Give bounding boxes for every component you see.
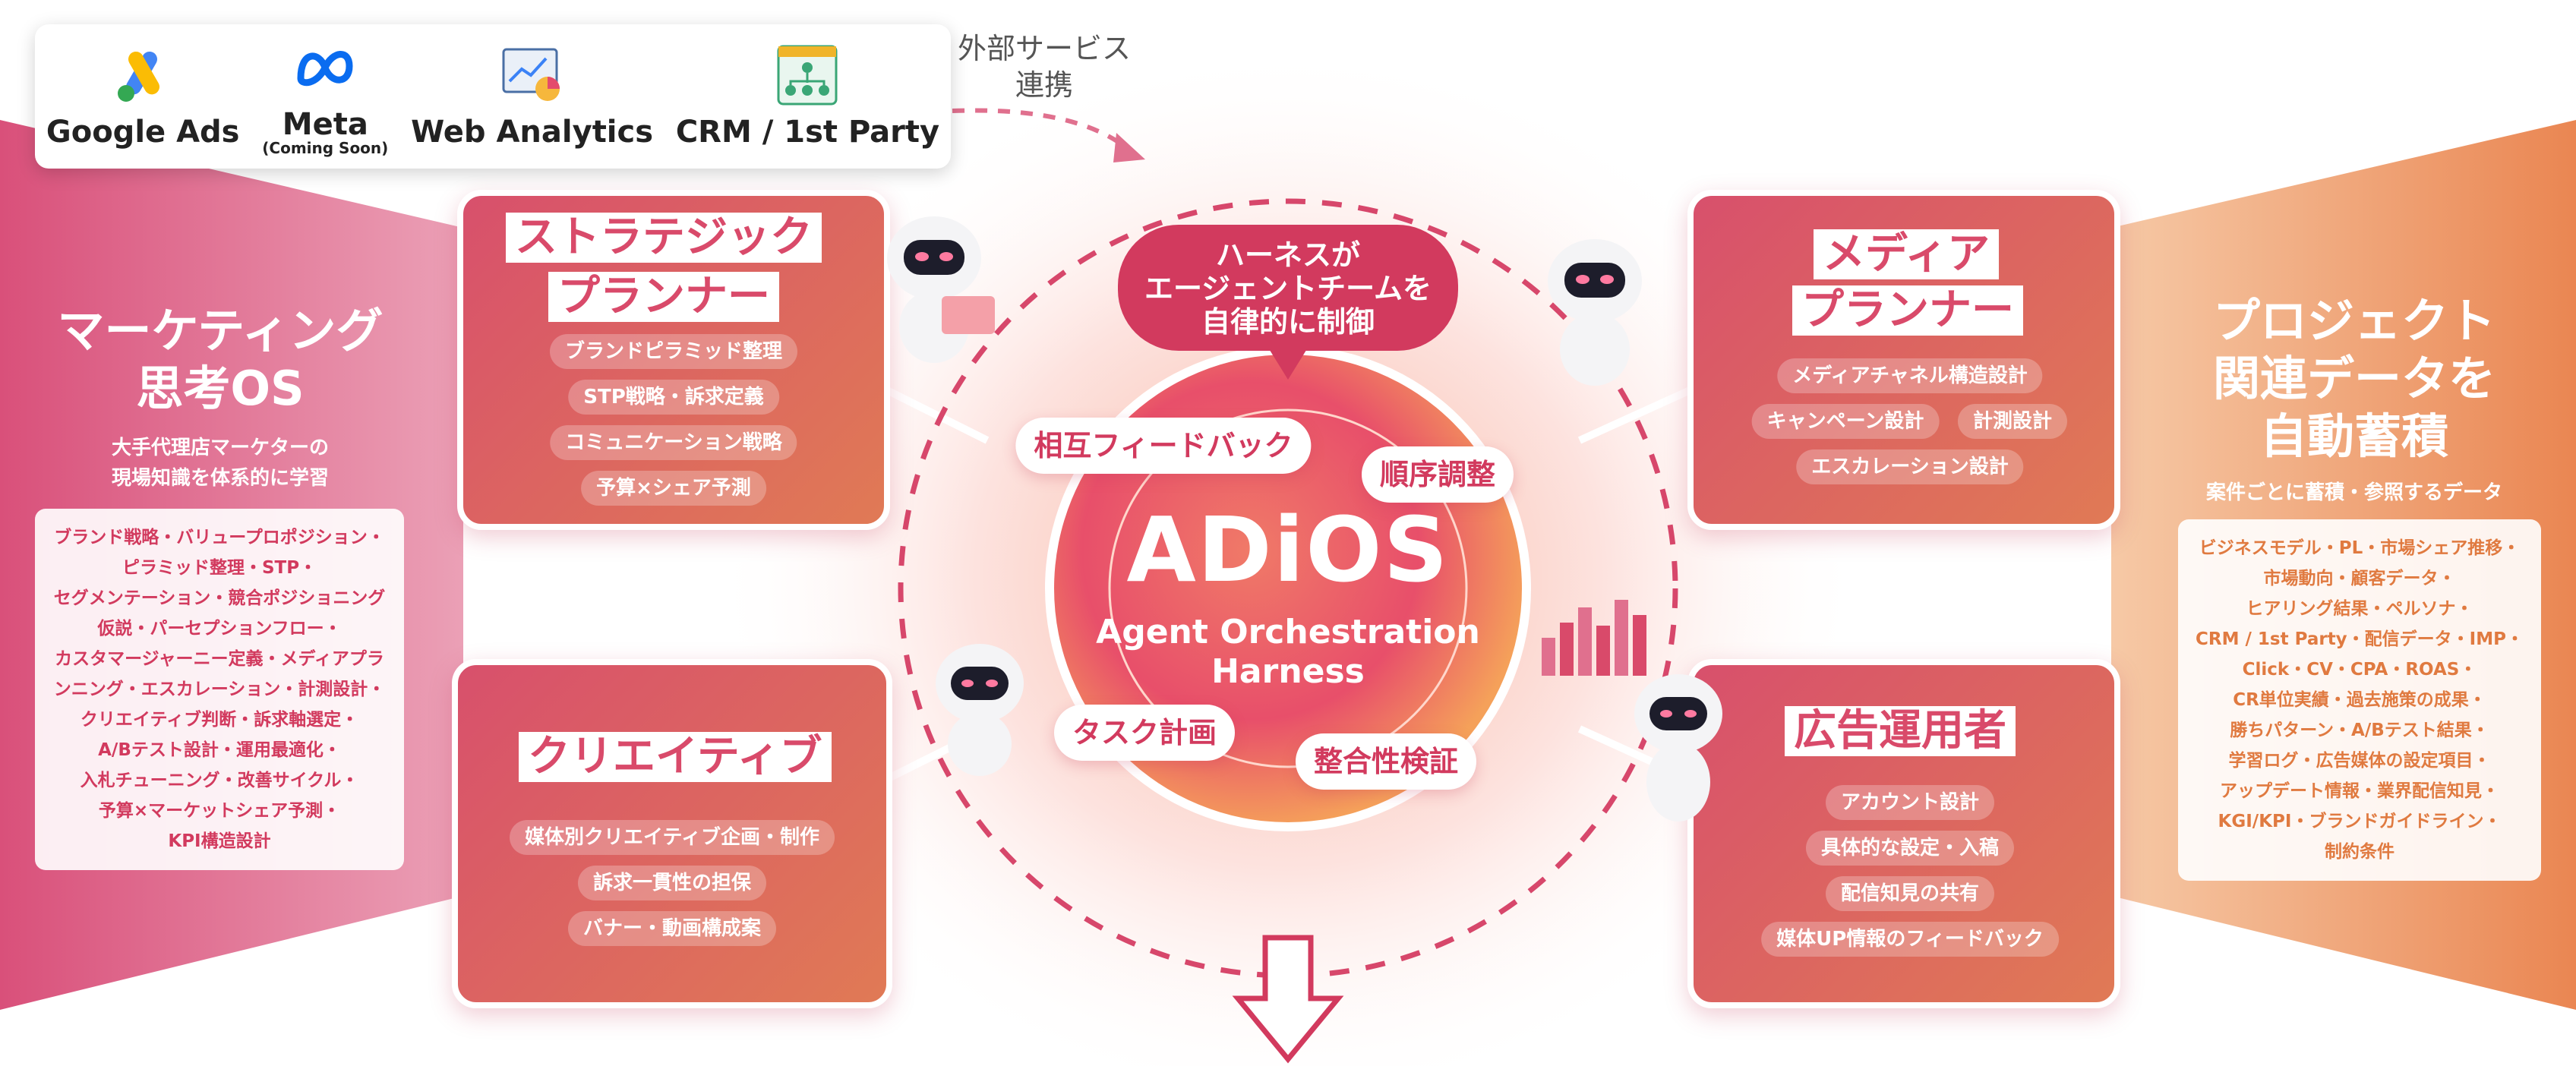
right-panel-subtitle: 案件ごとに蓄積・参照するデータ [2205, 481, 2502, 504]
bar-chart-icon [1542, 600, 1646, 676]
integration-label: Meta [282, 107, 368, 142]
external-label-line: 連携 [1015, 68, 1073, 102]
meta-icon [297, 51, 353, 87]
role-chip: コミュニケーション戦略 [550, 425, 797, 460]
crm-org-icon [777, 45, 838, 106]
card-title: プランナー [548, 272, 779, 322]
robot-illustration [1634, 674, 1722, 822]
role-chip: ブランドピラミッド整理 [549, 334, 798, 369]
role-chip: 媒体UP情報のフィードバック [1761, 922, 2059, 957]
right-panel: プロジェクト関連データを自動蓄積 案件ごとに蓄積・参照するデータ [2164, 292, 2544, 508]
knowledge-line: カスタマージャーニー定義・メディアプラ [55, 649, 384, 669]
knowledge-line: 予算×マーケットシェア予測・ [98, 801, 341, 821]
role-chip: 計測設計 [1957, 404, 2068, 439]
knowledge-line: KPI構造設計 [168, 831, 271, 851]
role-chip: バナー・動画構成案 [567, 911, 777, 946]
card-strategic-planner[interactable]: ストラテジック プランナー ブランドピラミッド整理 STP戦略・訴求定義 コミュ… [457, 190, 890, 530]
knowledge-line: 市場動向・顧客データ・ [2263, 569, 2456, 588]
knowledge-line: KGI/KPI・ブランドガイドライン・ [2218, 812, 2502, 831]
pill-order-coordination: 順序調整 [1361, 446, 1514, 503]
role-chip: アカウント設計 [1825, 785, 1995, 820]
role-chip: 媒体別クリエイティブ企画・制作 [510, 820, 835, 855]
knowledge-line: ヒアリング結果・ペルソナ・ [2246, 599, 2473, 619]
card-title: クリエイティブ [519, 732, 832, 782]
role-chip: 具体的な設定・入稿 [1805, 831, 2015, 866]
left-knowledge-box: ブランド戦略・バリュープロポジション・ピラミッド整理・STP・セグメンテーション… [35, 509, 404, 870]
knowledge-line: 学習ログ・広告媒体の設定項目・ [2228, 751, 2491, 771]
external-services-label: 外部サービス 連携 [934, 30, 1154, 103]
knowledge-line: 勝ちパターン・A/Bテスト結果・ [2230, 721, 2489, 740]
role-chip: 予算×シェア予測 [581, 471, 766, 506]
pill-task-planning: タスク計画 [1053, 705, 1236, 761]
integration-label: Google Ads [46, 115, 240, 150]
role-chip: 訴求一貫性の担保 [577, 866, 767, 900]
robot-illustration [936, 644, 1024, 776]
integration-web-analytics[interactable]: Web Analytics [411, 43, 653, 150]
card-title: プランナー [1792, 285, 2023, 336]
external-label-line: 外部サービス [957, 32, 1131, 65]
left-panel-subtitle: 大手代理店マーケターの現場知識を体系的に学習 [111, 437, 329, 490]
card-ads-operator[interactable]: 広告運用者 アカウント設計 具体的な設定・入稿 配信知見の共有 媒体UP情報のフ… [1687, 659, 2120, 1008]
integration-google-ads[interactable]: Google Ads [46, 43, 240, 150]
robot-illustration [887, 216, 995, 363]
card-title: メディア [1814, 229, 2000, 279]
robot-illustration [1548, 239, 1642, 386]
core-title: ADiOS [1126, 497, 1450, 602]
knowledge-line: クリエイティブ判断・訴求軸選定・ [80, 710, 359, 730]
analytics-chart-icon [502, 48, 560, 101]
integrations-bar: Google Ads Meta (Coming Soon) Web Analyt… [35, 24, 951, 169]
knowledge-line: ビジネスモデル・PL・市場シェア推移・ [2199, 538, 2521, 558]
card-title: 広告運用者 [1785, 706, 2016, 756]
card-media-planner[interactable]: メディア プランナー メディアチャネル構造設計 キャンペーン設計 計測設計 エス… [1687, 190, 2120, 530]
right-data-box: ビジネスモデル・PL・市場シェア推移・市場動向・顧客データ・ヒアリング結果・ペル… [2178, 519, 2541, 881]
role-chip: キャンペーン設計 [1751, 404, 1940, 439]
knowledge-line: ピラミッド整理・STP・ [122, 558, 317, 578]
left-panel: マーケティング思考OS 大手代理店マーケターの現場知識を体系的に学習 [30, 302, 410, 494]
pill-mutual-feedback: 相互フィードバック [1015, 418, 1312, 474]
knowledge-line: アップデート情報・業界配信知見・ [2220, 781, 2499, 801]
knowledge-line: セグメンテーション・競合ポジショニング [53, 588, 386, 608]
knowledge-line: ンニング・エスカレーション・計測設計・ [53, 680, 386, 699]
card-creative[interactable]: クリエイティブ 媒体別クリエイティブ企画・制作 訴求一貫性の担保 バナー・動画構… [452, 659, 892, 1008]
integration-meta[interactable]: Meta (Coming Soon) [262, 36, 388, 157]
role-chip: 配信知見の共有 [1825, 876, 1995, 911]
integration-label: Web Analytics [411, 115, 654, 150]
knowledge-line: 仮説・パーセプションフロー・ [97, 619, 342, 639]
integration-sub: (Coming Soon) [262, 139, 389, 157]
knowledge-line: ブランド戦略・バリュープロポジション・ [54, 528, 385, 547]
left-panel-title: マーケティング思考OS [57, 303, 384, 416]
knowledge-line: A/Bテスト設計・運用最適化・ [98, 740, 341, 760]
harness-bubble: ハーネスがエージェントチームを自律的に制御 [1144, 238, 1432, 339]
knowledge-line: Click・CV・CPA・ROAS・ [2242, 660, 2477, 680]
role-chip: STP戦略・訴求定義 [568, 380, 779, 415]
knowledge-line: CR単位実績・過去施策の成果・ [2233, 690, 2486, 710]
knowledge-line: CRM / 1st Party・配信データ・IMP・ [2196, 629, 2524, 649]
integration-crm[interactable]: CRM / 1st Party [676, 43, 939, 150]
role-chip: エスカレーション設計 [1796, 449, 2024, 484]
knowledge-line: 入札チューニング・改善サイクル・ [80, 771, 359, 790]
pill-consistency-check: 整合性検証 [1295, 733, 1477, 790]
integration-label: CRM / 1st Party [675, 115, 940, 150]
role-chip: メディアチャネル構造設計 [1777, 358, 2043, 393]
knowledge-line: 制約条件 [2325, 842, 2394, 862]
google-ads-icon [118, 51, 160, 102]
right-panel-title: プロジェクト関連データを自動蓄積 [2212, 293, 2496, 464]
card-title: ストラテジック [506, 213, 822, 263]
